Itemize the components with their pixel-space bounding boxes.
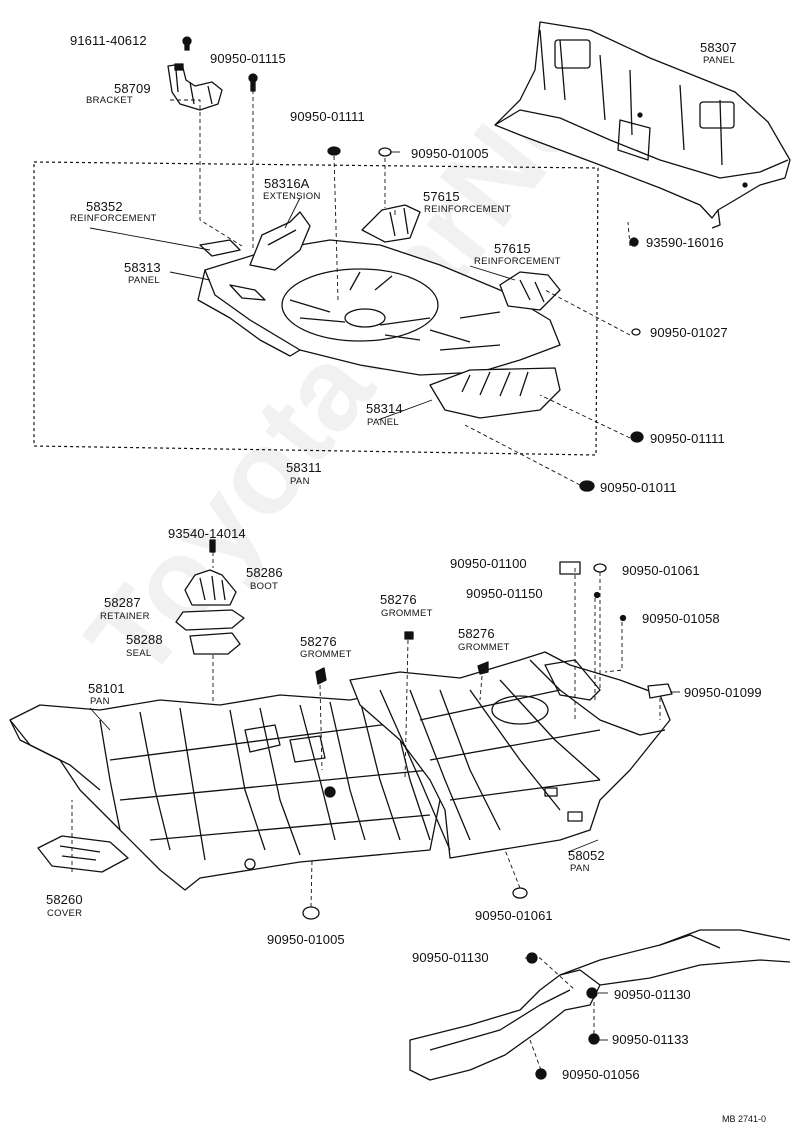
group-box-58311 bbox=[33, 161, 599, 456]
part-label-pn: 58260 bbox=[46, 892, 83, 907]
reinforcement-57615-right bbox=[499, 271, 561, 311]
part-label-pn: 58316A bbox=[264, 176, 310, 191]
part-label-pn: 90950-01011 bbox=[600, 480, 677, 495]
part-label-pn: 90950-01027 bbox=[650, 325, 728, 340]
part-label-name: EXTENSION bbox=[263, 191, 321, 202]
part-label-pn: 90950-01005 bbox=[411, 146, 489, 161]
part-label-pn: 58307 bbox=[700, 40, 737, 55]
part-label-pn: 93590-16016 bbox=[646, 235, 724, 250]
fasteners-bottom bbox=[209, 539, 673, 1080]
retainer-58287 bbox=[175, 609, 245, 631]
reinforcement-57615-upper bbox=[361, 204, 421, 243]
part-label-pn: 90950-01061 bbox=[475, 908, 553, 923]
part-label-name: PANEL bbox=[703, 55, 735, 66]
part-label-pn: 91611-40612 bbox=[70, 33, 147, 48]
reinforcement-58352 bbox=[199, 239, 241, 257]
part-label-pn: 58101 bbox=[88, 681, 125, 696]
part-label-pn: 90950-01115 bbox=[210, 51, 286, 66]
part-label-name: GROMMET bbox=[381, 608, 433, 619]
extension-58316A bbox=[249, 211, 311, 271]
part-label-pn: 90950-01058 bbox=[642, 611, 720, 626]
leader-lines-bottom bbox=[71, 568, 680, 1071]
part-label-pn: 58314 bbox=[366, 401, 403, 416]
part-label-pn: 90950-01130 bbox=[412, 950, 489, 965]
part-label-pn: 90950-01150 bbox=[466, 586, 543, 601]
part-label-name: GROMMET bbox=[300, 649, 352, 660]
part-label-pn: 90950-01111 bbox=[290, 109, 365, 124]
part-label-name: PANEL bbox=[367, 417, 399, 428]
part-label-pn: 57615 bbox=[423, 189, 460, 204]
cover-58260 bbox=[37, 835, 129, 873]
part-label-pn: 90950-01061 bbox=[622, 563, 700, 578]
part-label-pn: 93540-14014 bbox=[168, 526, 246, 541]
frame-rail-section bbox=[409, 929, 791, 1081]
part-label-name: GROMMET bbox=[458, 642, 510, 653]
part-label-pn: 58052 bbox=[568, 848, 605, 863]
bracket-58709 bbox=[167, 63, 223, 111]
part-label-name: PAN bbox=[290, 476, 310, 487]
part-label-pn: 58311 bbox=[286, 460, 322, 475]
part-label-pn: 58352 bbox=[86, 199, 123, 214]
part-label-pn: 58276 bbox=[380, 592, 417, 607]
part-label-pn: 90950-01005 bbox=[267, 932, 345, 947]
seal-58288 bbox=[189, 632, 241, 655]
part-label-pn: 58709 bbox=[114, 81, 151, 96]
part-label-name: PANEL bbox=[128, 275, 160, 286]
part-label-pn: 90950-01130 bbox=[614, 987, 691, 1002]
panel-58314 bbox=[429, 367, 561, 419]
part-label-name: REINFORCEMENT bbox=[474, 256, 561, 267]
rear-panel-58307 bbox=[494, 21, 791, 229]
part-label-pn: 58276 bbox=[458, 626, 495, 641]
part-label-name: BRACKET bbox=[86, 95, 133, 106]
part-label-name: REINFORCEMENT bbox=[424, 204, 511, 215]
part-label-pn: 90950-01133 bbox=[612, 1032, 689, 1047]
part-label-pn: 58288 bbox=[126, 632, 163, 647]
part-label-name: BOOT bbox=[250, 581, 279, 592]
spare-tire-pan-58313 bbox=[197, 239, 561, 376]
part-label-pn: 90950-01100 bbox=[450, 556, 527, 571]
part-label-pn: 90950-01111 bbox=[650, 431, 725, 446]
diagram-code: MB 2741-0 bbox=[722, 1114, 767, 1124]
part-label-name: PAN bbox=[570, 863, 590, 874]
part-label-pn: 58287 bbox=[104, 595, 141, 610]
part-label-pn: 90950-01056 bbox=[562, 1067, 640, 1082]
part-label-pn: 58276 bbox=[300, 634, 337, 649]
part-label-name: RETAINER bbox=[100, 611, 150, 622]
leader-lines-top bbox=[89, 90, 631, 486]
part-label-name: SEAL bbox=[126, 648, 152, 659]
part-label-pn: 90950-01099 bbox=[684, 685, 762, 700]
part-label-name: PAN bbox=[90, 696, 110, 707]
part-label-pn: 58286 bbox=[246, 565, 283, 580]
fasteners-top bbox=[182, 36, 644, 492]
part-label-pn: 57615 bbox=[494, 241, 531, 256]
part-label-name: REINFORCEMENT bbox=[70, 213, 157, 224]
part-label-name: COVER bbox=[47, 908, 83, 919]
part-label-pn: 58313 bbox=[124, 260, 161, 275]
boot-58286 bbox=[184, 569, 237, 606]
floor-pan-58052 bbox=[349, 651, 671, 859]
